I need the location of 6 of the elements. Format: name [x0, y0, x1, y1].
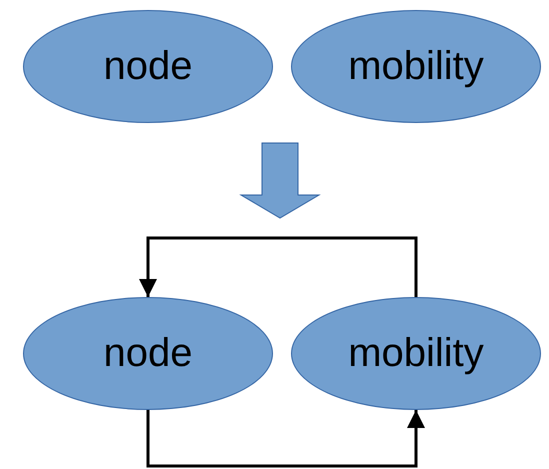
connector-arrow [139, 236, 418, 297]
node-label: mobility [348, 331, 484, 376]
connector-arrow [146, 410, 425, 468]
node-label: node [104, 331, 192, 376]
node-label: node [104, 44, 192, 89]
node-label: mobility [348, 44, 484, 89]
